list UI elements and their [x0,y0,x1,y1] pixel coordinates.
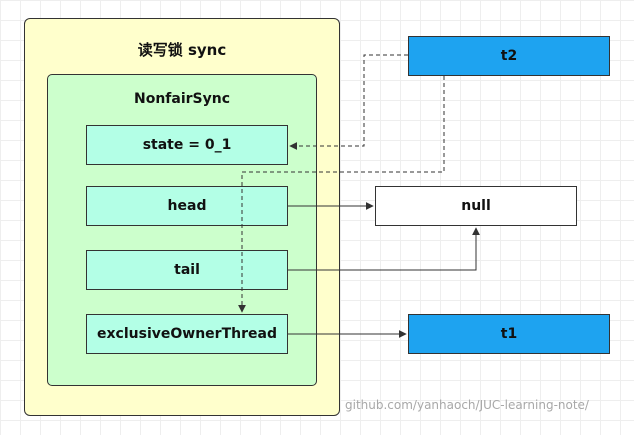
state-field: state = 0_1 [86,125,288,165]
thread-t1-label: t1 [500,326,518,342]
sync-title: NonfairSync [133,91,231,107]
tail-field-label: tail [174,262,200,278]
exclusive-owner-thread-field: exclusiveOwnerThread [86,314,288,354]
owner-field-label: exclusiveOwnerThread [97,326,277,342]
thread-t2-node: t2 [408,36,610,76]
null-node: null [375,186,577,226]
thread-t1-node: t1 [408,314,610,354]
repository-watermark: github.com/yanhaoch/JUC-learning-note/ [345,398,589,412]
head-field-label: head [167,198,207,214]
t2-to-state-arrow [289,54,408,150]
tail-to-null-arrow [288,227,480,271]
null-label: null [461,198,491,214]
t2-to-owner-arrow [238,76,445,313]
lock-title: 读写锁 sync [137,41,227,59]
head-field: head [86,186,288,226]
state-field-label: state = 0_1 [142,137,232,153]
tail-field: tail [86,250,288,290]
thread-t2-label: t2 [500,48,518,64]
